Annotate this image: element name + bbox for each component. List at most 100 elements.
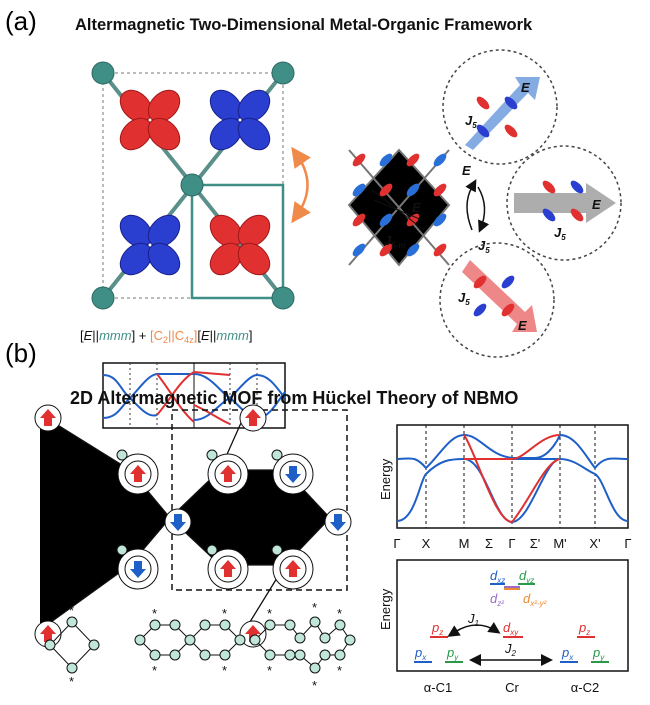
panel-a-title: Altermagnetic Two-Dimensional Metal-Orga… (75, 16, 533, 34)
spin-orbital (352, 183, 366, 197)
spin-up-icon (206, 544, 249, 590)
atom (344, 634, 356, 646)
field-label: E (462, 163, 471, 178)
atom (294, 632, 306, 644)
exchange-label: J5 (554, 225, 566, 242)
spin-orbital (433, 213, 447, 227)
atom (264, 649, 276, 661)
orbital-label: dxy (503, 620, 519, 637)
atom (199, 619, 211, 631)
field-label: E (521, 80, 530, 95)
atom (66, 616, 78, 628)
orbital-label: pz (431, 620, 443, 637)
spin-up-icon (206, 449, 249, 495)
atom (334, 649, 346, 661)
nbmo-marker: * (337, 606, 342, 621)
orbital-label: px (561, 645, 574, 662)
atom (169, 649, 181, 661)
spin-orbital (379, 243, 393, 257)
metal-atom (91, 61, 295, 310)
exchange-label: J5 (478, 238, 490, 255)
atom (234, 634, 246, 646)
k-tick-label: Γ (624, 536, 631, 551)
panel-b-label: (b) (5, 338, 37, 368)
orbital-label: dx²-y² (523, 591, 547, 608)
panel-b-title: 2D Altermagnetic MOF from Hückel Theory … (70, 388, 518, 408)
atom (149, 649, 161, 661)
k-tick-label: M' (553, 536, 566, 551)
exchange-label: J5-m (384, 233, 405, 250)
atom (319, 649, 331, 661)
orbital-label: dz² (490, 591, 504, 608)
nbmo-marker: * (69, 674, 74, 689)
orbital-label: dxz (490, 568, 505, 585)
column-label: α-C1 (424, 680, 452, 695)
atom (284, 649, 296, 661)
field-label: E (518, 318, 527, 333)
field-circle-red: E J5 (439, 242, 555, 358)
spin-orbital (352, 153, 366, 167)
orbital-label: py (446, 645, 459, 662)
spin-up-icon (239, 404, 267, 432)
atom (319, 632, 331, 644)
atom (249, 634, 261, 646)
spin-down-icon (324, 508, 352, 536)
spin-down-icon (164, 508, 192, 536)
orbital-label: py (592, 645, 605, 662)
spin-orbital (406, 153, 420, 167)
atom (149, 619, 161, 631)
nbmo-marker: * (222, 606, 227, 621)
atom (169, 619, 181, 631)
atom (88, 639, 100, 651)
atom (184, 634, 196, 646)
spin-orbital (433, 183, 447, 197)
spin-orbital (352, 243, 366, 257)
spin-orbital (406, 183, 420, 197)
lattice-model: E J5-m E J5 (347, 148, 490, 267)
nbmo-marker: * (337, 663, 342, 678)
nbmo-marker: * (152, 606, 157, 621)
spin-orbital (379, 213, 393, 227)
nbmo-lattice (34, 404, 352, 648)
k-tick-label: Γ (393, 536, 400, 551)
exchange-label: J5 (458, 290, 470, 307)
spin-orbital (406, 243, 420, 257)
spin-orbital (379, 153, 393, 167)
spin-down-icon (271, 449, 314, 495)
atom (44, 639, 56, 651)
coupling-label: J2 (504, 641, 517, 658)
nbmo-marker: * (69, 603, 74, 618)
k-tick-label: X' (589, 536, 600, 551)
orbital-label: px (414, 645, 427, 662)
atom (309, 616, 321, 628)
spin-down-icon (116, 544, 159, 590)
atom (66, 662, 78, 674)
nbmo-marker: * (312, 678, 317, 693)
field-circle-gray: E J5 (506, 145, 622, 261)
atom (294, 649, 306, 661)
nbmo-marker: * (267, 663, 272, 678)
nbmo-marker: * (222, 663, 227, 678)
column-label: Cr (505, 680, 519, 695)
molecule-fragments: ************ (44, 600, 356, 693)
y-axis-label: Energy (378, 458, 393, 500)
atom (264, 619, 276, 631)
field-circle-blue: E J5 (442, 49, 558, 165)
atom (219, 619, 231, 631)
k-tick-label: X (422, 536, 431, 551)
panel-a-label: (a) (5, 6, 37, 36)
spin-up-icon (34, 404, 62, 432)
coupling-arrow-icon (447, 622, 501, 637)
column-label: α-C2 (571, 680, 599, 695)
energy-level-diagram: Energy dxz dyz dz² dx²-y² dxy pz px py p… (378, 559, 629, 695)
spin-up-icon (116, 449, 159, 495)
atom (334, 619, 346, 631)
symmetry-formula: [E||mmm] + [C2||C4z][E||mmm] (80, 328, 253, 345)
atom (219, 649, 231, 661)
k-tick-label: M (459, 536, 470, 551)
rotation-arrow-icon (291, 146, 311, 224)
field-label: E (412, 200, 421, 215)
k-tick-label: Σ' (530, 536, 541, 551)
orbital-label: dyz (519, 568, 534, 585)
